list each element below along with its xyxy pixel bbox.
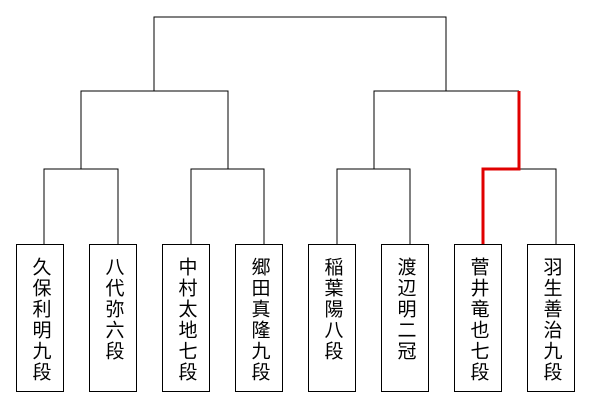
bracket-line-semifinal-1 [80, 90, 229, 169]
player-box-7: 菅井竜也七段 [454, 244, 502, 392]
player-name: 渡辺明二冠 [394, 257, 417, 362]
bracket-line-final [153, 16, 447, 91]
player-box-1: 久保利明九段 [16, 244, 64, 392]
bracket-line-semifinal-2 [373, 90, 519, 169]
player-name: 菅井竜也七段 [467, 257, 490, 383]
player-box-4: 郷田真隆九段 [235, 244, 283, 392]
bracket-line-match-1 [43, 168, 119, 244]
player-box-3: 中村太地七段 [162, 244, 210, 392]
player-name: 久保利明九段 [29, 257, 52, 383]
bracket-line-match-4 [519, 168, 557, 244]
player-box-2: 八代弥六段 [89, 244, 137, 392]
player-name: 羽生善治九段 [540, 257, 563, 383]
player-name: 郷田真隆九段 [248, 257, 271, 383]
bracket-advance-path [481, 91, 521, 244]
player-name: 中村太地七段 [175, 257, 198, 383]
player-name: 八代弥六段 [102, 257, 125, 362]
player-box-8: 羽生善治九段 [527, 244, 575, 392]
player-name: 稲葉陽八段 [321, 257, 344, 362]
bracket-line-match-3 [336, 168, 411, 244]
bracket-line-match-2 [190, 168, 265, 244]
player-box-6: 渡辺明二冠 [381, 244, 429, 392]
player-box-5: 稲葉陽八段 [308, 244, 356, 392]
